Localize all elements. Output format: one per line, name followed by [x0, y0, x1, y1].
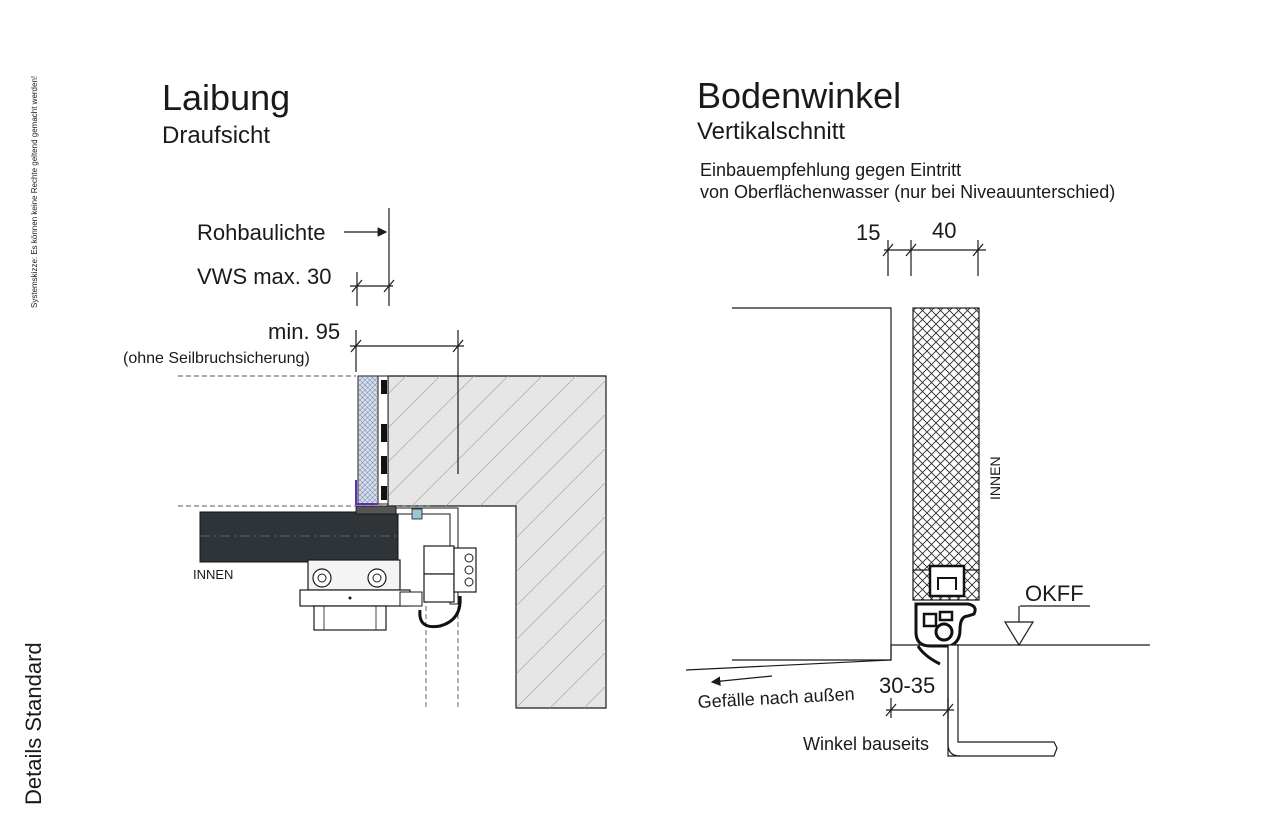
winkel-label: Winkel bauseits: [803, 734, 929, 754]
floor-wall: [732, 307, 892, 661]
bodenwinkel-title: Bodenwinkel: [697, 75, 901, 116]
bodenwinkel-group: Bodenwinkel Vertikalschnitt Einbauempfeh…: [685, 75, 1150, 757]
laibung-subtitle: Draufsicht: [162, 122, 270, 149]
bodenwinkel-note-1: Einbauempfehlung gegen Eintritt: [700, 160, 961, 180]
gefaelle-label: Gefälle nach außen: [697, 684, 855, 712]
dim-40: 40: [932, 218, 956, 243]
angle-profile: [947, 644, 1058, 757]
dim-15: 15: [856, 220, 880, 245]
roller-assembly: [299, 545, 477, 631]
bodenwinkel-subtitle: Vertikalschnitt: [697, 118, 845, 145]
dim-30-35: 30-35: [879, 673, 935, 698]
door-panel-section: [912, 307, 980, 571]
dim-vws: VWS max. 30: [197, 264, 331, 289]
laibung-title: Laibung: [162, 77, 290, 118]
laibung-innen-label: INNEN: [193, 567, 233, 582]
disclaimer-note: Systemskizze: Es können keine Rechte gel…: [30, 76, 39, 308]
section-label: Details Standard: [21, 642, 46, 805]
guide-beam: [199, 511, 399, 563]
dim-min-note: (ohne Seilbruchsicherung): [123, 350, 310, 367]
bodenwinkel-note-2: von Oberflächenwasser (nur bei Niveauunt…: [700, 182, 1115, 202]
laibung-group: Laibung Draufsicht: [123, 77, 607, 709]
dim-min: min. 95: [268, 319, 340, 344]
bodenwinkel-innen-label: INNEN: [987, 456, 1003, 500]
okff-label: OKFF: [1025, 581, 1084, 606]
bottom-seal: [914, 564, 977, 666]
dim-rohbaulichte: Rohbaulichte: [197, 220, 325, 245]
